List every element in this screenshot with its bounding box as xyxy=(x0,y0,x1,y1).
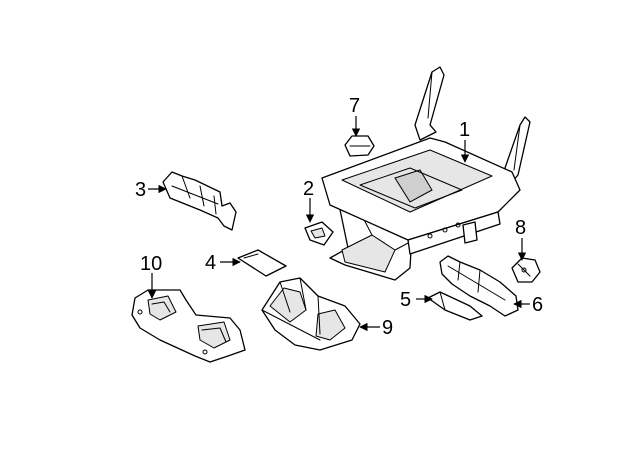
part-3-side-bracket xyxy=(162,171,237,231)
callout-labels: 1 7 2 3 4 10 9 5 6 8 xyxy=(135,95,543,339)
callout-4: 4 xyxy=(205,252,216,274)
part-1-seat-frame xyxy=(321,66,531,281)
callout-3: 3 xyxy=(135,179,146,201)
part-5-block xyxy=(427,291,483,321)
part-10-base-plate xyxy=(131,289,246,363)
callout-7: 7 xyxy=(349,95,360,117)
part-9-floor-support xyxy=(261,277,361,351)
callout-6: 6 xyxy=(532,294,543,316)
part-8-bracket xyxy=(511,257,541,283)
callout-1: 1 xyxy=(459,119,470,141)
part-6-rail xyxy=(439,255,519,317)
leader-lines xyxy=(147,116,530,332)
part-7-cap xyxy=(344,135,375,157)
callout-5: 5 xyxy=(400,289,411,311)
part-4-flat-plate xyxy=(237,249,287,277)
callout-10: 10 xyxy=(140,253,162,275)
callout-9: 9 xyxy=(382,317,393,339)
part-2-clip xyxy=(304,221,334,246)
callout-2: 2 xyxy=(303,178,314,200)
callout-8: 8 xyxy=(515,217,526,239)
